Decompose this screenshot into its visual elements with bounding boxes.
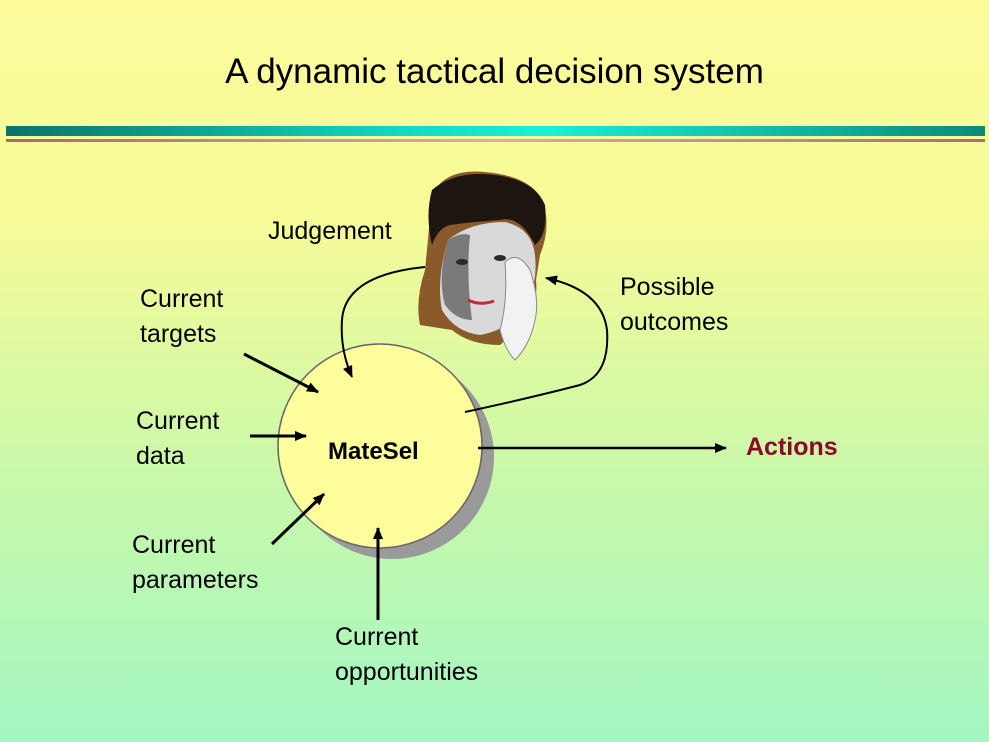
slide-title: A dynamic tactical decision system bbox=[225, 52, 764, 91]
current-targets-label: Current targets bbox=[140, 285, 224, 348]
actions-label: Actions bbox=[746, 433, 838, 461]
matesel-label: MateSel bbox=[328, 438, 419, 465]
judgement-arrow bbox=[340, 266, 426, 378]
current-data-label: Current data bbox=[136, 407, 220, 470]
judgement-label: Judgement bbox=[268, 217, 392, 245]
current-opportunities-label: Current opportunities bbox=[335, 623, 479, 686]
thinking-person-icon bbox=[418, 171, 547, 361]
outcomes-arrow bbox=[464, 275, 609, 413]
parameters-arrow bbox=[270, 492, 326, 546]
current-parameters-label: Current parameters bbox=[132, 531, 259, 594]
possible-outcomes-label: Possible outcomes bbox=[620, 273, 729, 336]
targets-arrow bbox=[243, 352, 319, 394]
matesel-node[interactable] bbox=[277, 343, 483, 549]
title-divider-thin bbox=[6, 139, 985, 142]
title-divider bbox=[6, 126, 985, 136]
